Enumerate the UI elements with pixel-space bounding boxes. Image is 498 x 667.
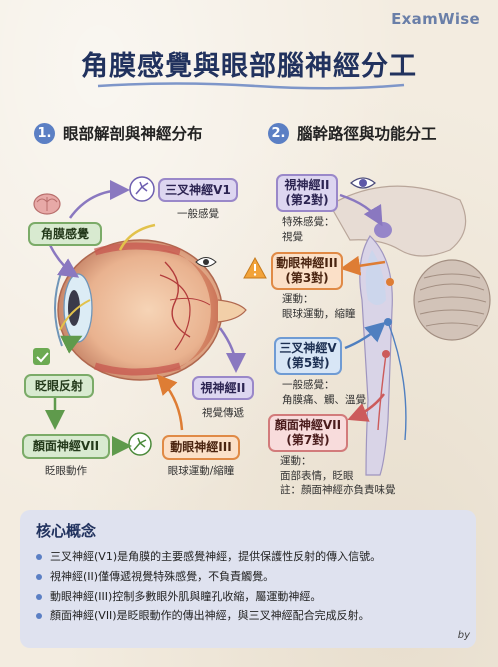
optic-nerve-name: 視神經II [284, 178, 330, 192]
brain-icon [33, 193, 61, 215]
bullet-icon [36, 613, 42, 620]
section-2-number: 2. [268, 122, 289, 144]
concept-item: 三叉神經(V1)是角膜的主要感覺神經，提供保護性反射的傳入信號。 [36, 547, 460, 567]
oculomotor-iii-box: 動眼神經III [162, 435, 240, 460]
trigeminal-nerve-notes: 一般感覺： 角膜痛、觸、溫覺 [282, 378, 366, 407]
eyeball-illustration [54, 223, 247, 381]
concept-text-1: 三叉神經(V1)是角膜的主要感覺神經，提供保護性反射的傳入信號。 [50, 550, 382, 563]
concept-item: 視神經(II)僅傳遞視覺特殊感覺，不負責觸覺。 [36, 567, 460, 587]
optic-note-line-2: 視覺 [282, 230, 303, 243]
diagram-illustration [33, 176, 491, 476]
concept-text-3: 動眼神經(III)控制多數眼外肌與瞳孔收縮，屬運動神經。 [50, 589, 322, 603]
brainstem-illustration [329, 185, 491, 476]
facial-note-line-2: 面部表情，眨眼 [280, 469, 354, 482]
arrow-brain-to-facial [347, 393, 385, 422]
core-concepts-list: 三叉神經(V1)是角膜的主要感覺神經，提供保護性反射的傳入信號。 視神經(II)… [36, 547, 460, 626]
concept-item: 顏面神經(VII)是眨眼動作的傳出神經，與三叉神經配合完成反射。 [36, 606, 460, 626]
facial-nerve-pair: (第7對) [286, 433, 330, 447]
oculomotor-nerve-name: 動眼神經III [276, 256, 338, 270]
nerve-icon [129, 176, 155, 202]
facial-nerve-name: 顏面神經VII [274, 418, 342, 432]
page-title: 角膜感覺與眼部腦神經分工 [81, 51, 417, 82]
corneal-sensation-box: 角膜感覺 [28, 222, 102, 246]
oculomotor-nerve-box: 動眼神經III (第3對) [271, 252, 343, 290]
core-concepts-title: 核心概念 [36, 522, 97, 540]
title-underline [97, 82, 405, 90]
muscle-icon [128, 432, 152, 456]
arrow-brain-to-oculomotor [340, 255, 386, 276]
oculomotor-note-line-1: 運動： [282, 293, 314, 305]
section-1-label: 眼部解剖與神經分布 [63, 125, 203, 143]
optic-nerve-box: 視神經II (第2對) [276, 174, 338, 212]
concept-item: 動眼神經(III)控制多數眼外肌與瞳孔收縮，屬運動神經。 [36, 587, 460, 607]
oculomotor-note-line-2: 眼球運動，縮瞳 [282, 307, 356, 320]
facial-vii-box: 顏面神經VII [22, 434, 110, 459]
optic-ii-box: 視神經II [192, 376, 254, 400]
facial-vii-caption: 眨眼動作 [45, 465, 87, 477]
oculomotor-nerve-pair: (第3對) [285, 271, 329, 285]
arrow-corneal-to-eye [48, 244, 80, 278]
brand-logo: ExamWise [391, 10, 480, 28]
byline: by [457, 630, 470, 641]
arrow-corneal-to-trigeminal [68, 180, 130, 219]
optic-nerve-notes: 特殊感覺： 視覺 [282, 215, 335, 244]
optic-nerve-pair: (第2對) [285, 193, 329, 207]
section-1-heading: 1. 眼部解剖與神經分布 [34, 122, 203, 144]
facial-nerve-box: 顏面神經VII (第7對) [268, 414, 348, 452]
section-2-label: 腦幹路徑與功能分工 [297, 125, 437, 143]
oculomotor-iii-caption: 眼球運動/縮瞳 [167, 465, 235, 477]
concept-text-4: 顏面神經(VII)是眨眼動作的傳出神經，與三叉神經配合完成反射。 [50, 609, 370, 623]
arrow-optic-to-brain [339, 193, 383, 227]
trigeminal-note-line-1: 一般感覺： [282, 379, 335, 391]
facial-nerve-notes: 運動： 面部表情，眨眼 註：顏面神經亦負責味覺 [280, 454, 396, 498]
bullet-icon [36, 573, 42, 580]
warning-icon [243, 256, 267, 279]
eye-icon-2 [350, 177, 376, 189]
trigeminal-note-line-2: 角膜痛、觸、溫覺 [282, 393, 366, 406]
arrow-oculomotor-to-eye [156, 374, 184, 431]
bullet-icon [36, 554, 42, 560]
facial-note-line-3: 註：顏面神經亦負責味覺 [280, 484, 396, 497]
trigeminal-v1-box: 三叉神經V1 [158, 178, 238, 202]
bullet-icon [36, 593, 42, 600]
section-2-heading: 2. 腦幹路徑與功能分工 [268, 122, 437, 144]
oculomotor-nerve-notes: 運動： 眼球運動，縮瞳 [282, 292, 356, 321]
facial-note-line-1: 運動： [280, 455, 312, 467]
trigeminal-nerve-pair: (第5對) [286, 356, 330, 370]
optic-note-line-1: 特殊感覺： [282, 216, 335, 228]
arrow-eye-to-optic [218, 327, 246, 373]
eye-icon [195, 257, 217, 267]
trigeminal-nerve-box: 三叉神經V (第5對) [274, 337, 342, 375]
arrow-eye-to-blink [60, 335, 83, 354]
core-concepts-panel: 核心概念 三叉神經(V1)是角膜的主要感覺神經，提供保護性反射的傳入信號。 視神… [20, 510, 476, 648]
concept-text-2: 視神經(II)僅傳遞視覺特殊感覺，不負責觸覺。 [50, 569, 275, 583]
trigeminal-nerve-name: 三叉神經V [279, 341, 337, 355]
blink-reflex-box: 眨眼反射 [24, 374, 94, 398]
optic-ii-caption: 視覺傳遞 [202, 407, 244, 419]
check-icon [33, 348, 50, 365]
arrow-trigeminal-to-brain [344, 321, 386, 350]
trigeminal-v1-caption: 一般感覺 [177, 208, 219, 220]
section-1-number: 1. [34, 122, 55, 144]
